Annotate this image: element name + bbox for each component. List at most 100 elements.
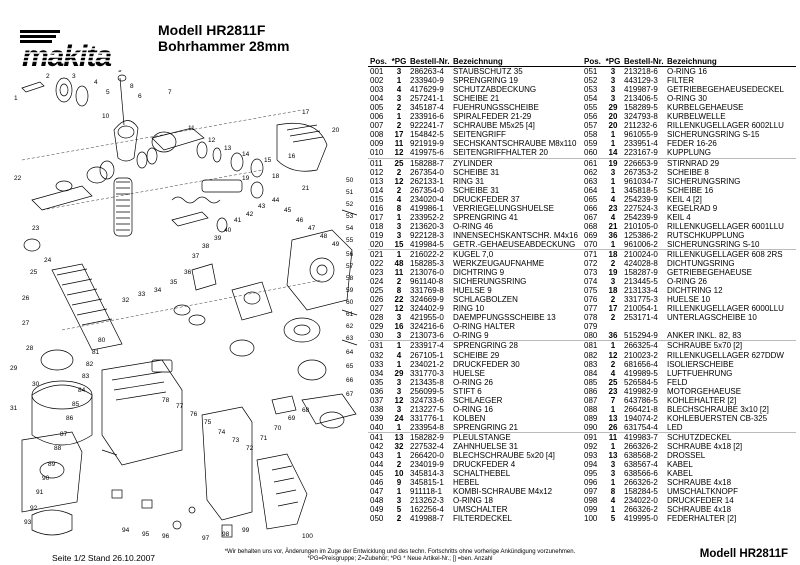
order-no-cell: 158284-5 xyxy=(624,487,658,497)
pos-cell: 039 xyxy=(370,413,384,423)
description-cell: KEGELRAD 9 xyxy=(667,203,718,213)
callout-number: 11 xyxy=(188,125,195,132)
callout-number: 69 xyxy=(288,415,296,422)
pos-cell: 037 xyxy=(370,395,384,405)
description-cell: DROSSEL xyxy=(667,451,706,461)
pg-cell: 23 xyxy=(608,386,618,396)
pg-cell xyxy=(604,322,622,331)
callout-number: 98 xyxy=(222,531,230,538)
pg-cell: 48 xyxy=(394,259,404,269)
pos-cell: 027 xyxy=(370,304,384,314)
pg-cell: 1 xyxy=(610,239,616,249)
pg-cell: 3 xyxy=(610,277,616,287)
description-cell: MOTORGEHAEUSE xyxy=(667,386,742,396)
callout-number: 12 xyxy=(208,137,216,144)
pg-cell: 3 xyxy=(396,313,402,323)
header-pos: Pos. xyxy=(368,57,390,68)
pos-cell: 011 xyxy=(368,157,390,168)
order-no-cell: 324669-9 xyxy=(410,295,444,305)
description-cell: HEBEL xyxy=(453,478,480,488)
pg-cell: 1 xyxy=(390,249,408,260)
description-cell: SCHLAGBOLZEN xyxy=(453,295,518,305)
pg-cell: 36 xyxy=(608,230,618,240)
description-cell: DRUCKFEDER 4 xyxy=(453,460,516,470)
order-no-cell: 443129-3 xyxy=(624,76,658,86)
pos-cell: 063 xyxy=(584,176,598,186)
pg-cell: 13 xyxy=(608,413,618,423)
pos-cell: 042 xyxy=(370,441,384,451)
order-no-cell: 331775-3 xyxy=(624,295,658,305)
callout-number: 33 xyxy=(138,291,146,298)
description-cell: RILLENKUGELLAGER 6002LLU xyxy=(667,121,784,131)
callout-number: 29 xyxy=(10,365,18,372)
pos-cell: 013 xyxy=(370,176,384,186)
order-no-cell: 233952-2 xyxy=(410,212,444,222)
pos-cell: 098 xyxy=(584,496,598,506)
order-no-cell xyxy=(622,322,665,331)
callout-number: 90 xyxy=(42,475,50,482)
pos-cell: 022 xyxy=(370,259,384,269)
callout-number: 70 xyxy=(274,425,282,432)
callout-number: 88 xyxy=(54,445,62,452)
callout-number: 18 xyxy=(272,173,280,180)
description-cell: LED xyxy=(667,422,683,432)
order-no-cell: 267353-2 xyxy=(624,167,658,177)
order-no-cell: 158282-9 xyxy=(408,431,451,442)
order-no-cell: 961140-8 xyxy=(410,277,444,287)
parts-table: Pos. *PG Bestell-Nr. Bezeichnung Pos. *P… xyxy=(368,57,796,523)
description-cell: O-RING HALTER xyxy=(453,322,516,332)
description-cell: VERRIEGELUNGSHUELSE xyxy=(453,203,554,213)
callout-number: 4 xyxy=(94,79,98,86)
callout-number: 82 xyxy=(86,361,94,368)
pg-cell: 15 xyxy=(394,239,404,249)
callout-number: 21 xyxy=(302,185,310,192)
pos-cell: 079 xyxy=(584,322,598,332)
order-no-cell: 233916-6 xyxy=(410,112,444,122)
description-cell: SCHEIBE 31 xyxy=(453,185,500,195)
pg-cell: 4 xyxy=(396,194,402,204)
pos-cell: 048 xyxy=(370,496,384,506)
order-no-cell: 515294-9 xyxy=(624,331,658,341)
pos-cell: 040 xyxy=(370,422,384,432)
callout-number: 96 xyxy=(162,533,170,540)
order-no-cell: 419982-9 xyxy=(624,386,658,396)
order-no-cell: 643786-5 xyxy=(624,395,658,405)
pos-cell: 096 xyxy=(584,478,598,488)
pos-cell: 016 xyxy=(370,203,384,213)
description-cell: WERKZEUGAUFNAHME xyxy=(453,259,545,269)
pg-cell: 36 xyxy=(608,331,618,341)
callout-number: 85 xyxy=(72,401,80,408)
callout-number: 81 xyxy=(92,349,100,356)
callout-number: 65 xyxy=(346,363,354,370)
description-cell: SCHRAUBE 4x18 xyxy=(667,478,732,488)
pos-cell: 034 xyxy=(370,368,384,378)
pos-cell: 066 xyxy=(584,203,598,213)
callout-number: 76 xyxy=(190,411,198,418)
callout-number: 66 xyxy=(346,377,354,384)
pos-cell: 043 xyxy=(370,451,384,461)
order-no-cell: 419987-9 xyxy=(624,85,658,95)
pos-cell: 053 xyxy=(584,85,598,95)
order-no-cell: 210024-0 xyxy=(622,249,665,260)
pos-cell: 041 xyxy=(368,431,390,442)
pg-cell: 1 xyxy=(396,212,402,222)
description-cell: STIRNRAD 29 xyxy=(665,157,796,168)
callout-number: 19 xyxy=(242,175,250,182)
order-no-cell: 233954-8 xyxy=(410,422,444,432)
description-cell: O-RING 26 xyxy=(667,277,708,287)
pg-cell: 5 xyxy=(610,514,616,524)
order-no-cell: 331769-8 xyxy=(410,286,444,296)
